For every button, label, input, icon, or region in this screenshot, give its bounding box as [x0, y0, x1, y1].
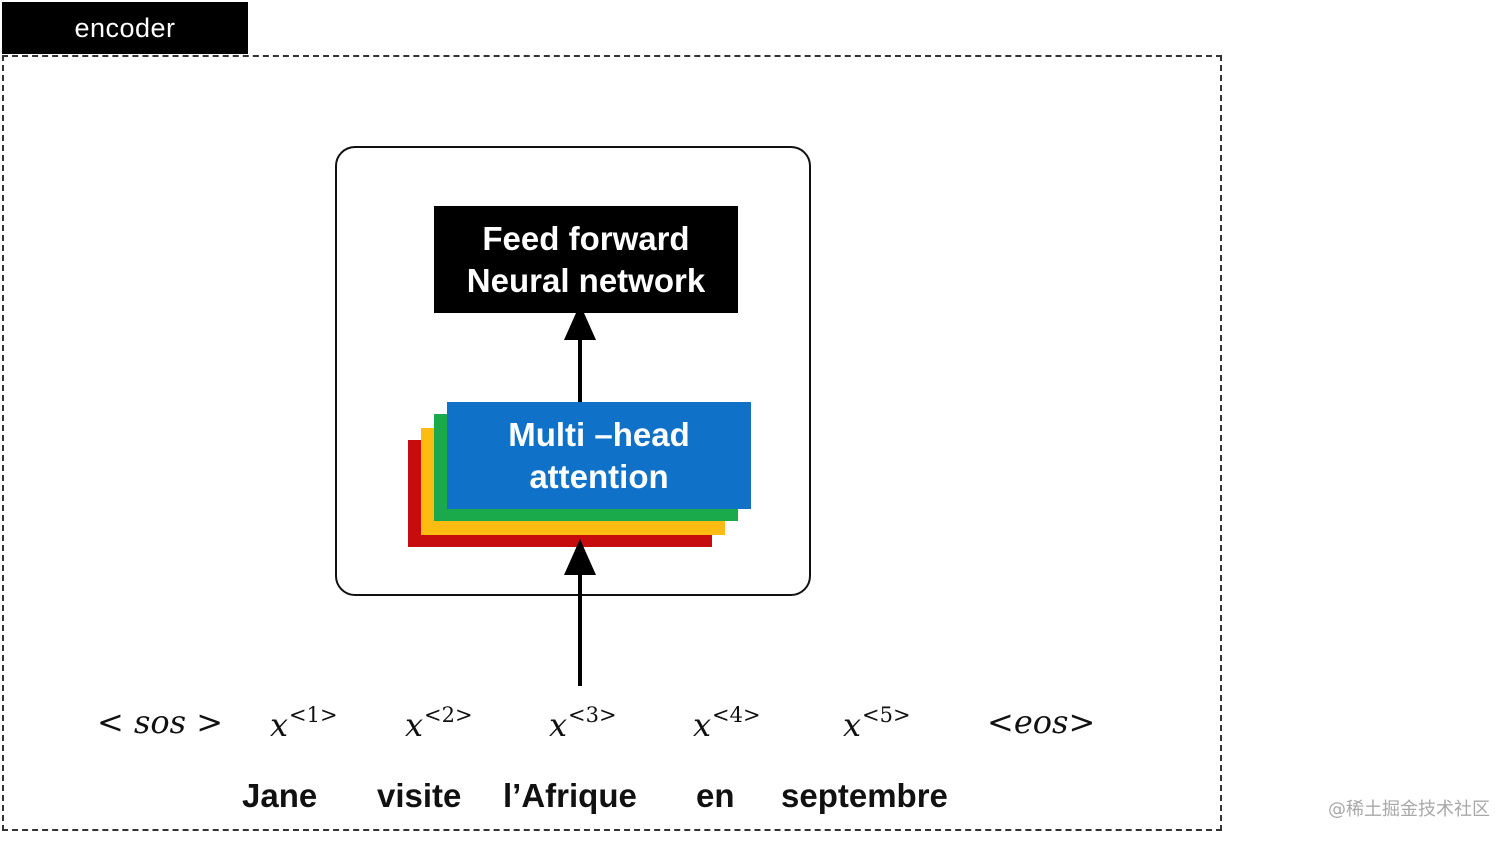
word-septembre: septembre	[781, 777, 948, 814]
multi-head-attention-box: Multi –head attention	[447, 402, 751, 509]
token-x2: x<2>	[405, 703, 473, 744]
token-x5: x<5>	[843, 703, 911, 744]
encoder-boundary	[2, 55, 1222, 831]
word-en: en	[696, 777, 735, 814]
word-lafrique: l’Afrique	[503, 777, 637, 814]
word-jane: Jane	[242, 777, 318, 814]
encoder-label: encoder	[2, 2, 248, 54]
word-visite: visite	[377, 777, 462, 814]
token-sos: < sos >	[97, 703, 224, 741]
watermark: @稀土掘金技术社区	[1328, 799, 1490, 820]
token-x4: x<4>	[693, 703, 761, 744]
token-eos: <eos>	[987, 703, 1096, 741]
feed-forward-box: Feed forward Neural network	[434, 206, 738, 313]
encoder-block	[335, 146, 811, 596]
ffn-line-2: Neural network	[466, 261, 706, 299]
token-x3: x<3>	[549, 703, 617, 744]
mha-line-2: attention	[529, 457, 669, 495]
token-x1: x<1>	[270, 703, 338, 744]
ffn-line-1: Feed forward	[482, 219, 690, 257]
mha-line-1: Multi –head	[508, 415, 690, 453]
